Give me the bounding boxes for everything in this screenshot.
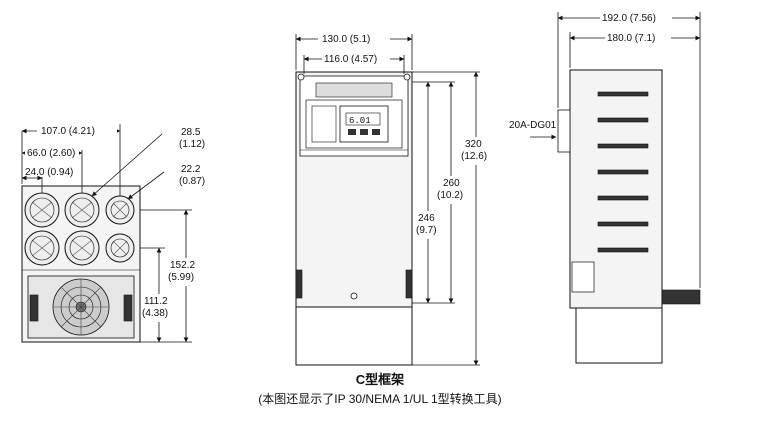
conduit-box-front: [295, 306, 413, 366]
caption-title: C型框架: [356, 372, 404, 387]
dim-bottom-height-152: 152.2: [170, 260, 195, 271]
conduit-box-side: [575, 307, 663, 364]
dim-front-width-116: 116.0 (4.57): [324, 54, 377, 65]
conduit-hole-large-2: [64, 192, 100, 228]
mount-screw-icon: [350, 292, 358, 300]
caption-subtitle: (本图还显示了IP 30/NEMA 1/UL 1型转换工具): [258, 391, 501, 406]
bottom-view: 107.0 (4.21) 66.0 (2.60) 24.0 (0.94) 28.…: [21, 124, 206, 343]
side-vents: [597, 91, 649, 253]
conduit-hole-small-2: [105, 233, 135, 263]
conduit-hole-small-1: [105, 195, 135, 225]
dim-side-width-192: 192.0 (7.56): [602, 13, 656, 24]
dim-front-height-260: 260: [443, 178, 460, 189]
dim-front-height-320-inch: (12.6): [461, 151, 487, 162]
front-view: 6.01 130.0 (5.1) 116.0 (4.57) 320: [295, 33, 496, 366]
conduit-hole-large-3: [24, 230, 60, 266]
dim-side-width-180: 180.0 (7.1): [607, 33, 655, 44]
dim-front-height-246: 246: [418, 213, 435, 224]
mount-screw-icon: [403, 73, 411, 81]
dim-bottom-height-111: 111.2: [144, 296, 168, 307]
dim-hole-28-5-inch: (1.12): [179, 139, 205, 150]
dim-hole-28-5: 28.5: [181, 127, 201, 138]
dim-bottom-width-107: 107.0 (4.21): [41, 126, 95, 137]
dim-front-height-260-inch: (10.2): [437, 190, 463, 201]
dim-front-width-130: 130.0 (5.1): [322, 34, 370, 45]
side-view: 192.0 (7.56) 180.0 (7.1) 20A-DG01: [509, 12, 701, 364]
dim-bottom-width-66: 66.0 (2.60): [27, 148, 75, 159]
keypad-display: 6.01: [349, 116, 371, 126]
keypad: 6.01: [339, 105, 389, 143]
conduit-hole-large-1: [24, 192, 60, 228]
fan-grille: [27, 275, 135, 339]
mount-screw-icon: [297, 73, 305, 81]
label-module-20a-dg01: 20A-DG01: [509, 120, 557, 131]
dim-bottom-width-24: 24.0 (0.94): [25, 167, 73, 178]
dim-hole-22-2-inch: (0.87): [179, 176, 205, 187]
dim-hole-22-2: 22.2: [181, 164, 201, 175]
comm-module: [557, 109, 571, 153]
dim-front-height-320: 320: [465, 139, 482, 150]
dim-bottom-height-152-inch: (5.99): [168, 272, 194, 283]
conduit-hole-large-4: [64, 230, 100, 266]
dim-front-height-246-inch: (9.7): [416, 225, 437, 236]
dim-bottom-height-111-inch: (4.38): [142, 308, 168, 319]
